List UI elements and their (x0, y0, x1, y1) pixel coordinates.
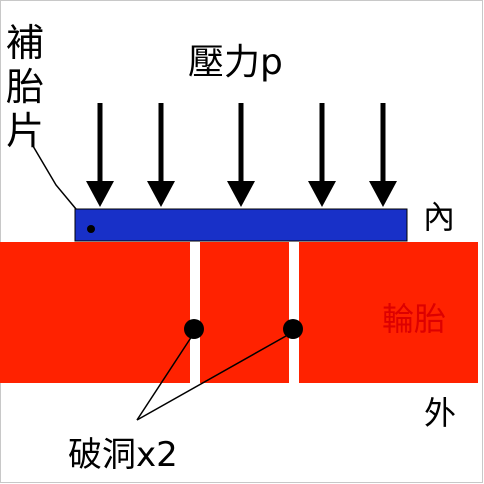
patch-label-line-2: 胎 (6, 65, 44, 109)
tire-label: 輪胎 (382, 300, 446, 338)
patch-bar (74, 208, 408, 242)
pressure-arrows (86, 103, 397, 207)
holes-label: 破洞x2 (68, 435, 178, 475)
patch-label-line-1: 補 (6, 21, 44, 65)
inner-label: 內 (423, 198, 455, 236)
pressure-arrow (227, 103, 255, 207)
pressure-label: 壓力p (188, 42, 283, 83)
patch-pointer-line (32, 145, 77, 210)
outer-label: 外 (424, 394, 456, 432)
pressure-arrow (86, 103, 114, 207)
pressure-arrow (147, 103, 175, 207)
hole-marker-right (283, 319, 303, 339)
pressure-arrow (369, 103, 397, 207)
tire-body (0, 242, 478, 383)
hole-gap-left (190, 242, 200, 383)
hole-pointer-line-left (136, 335, 193, 421)
patch-dot (87, 225, 95, 233)
hole-pointer-line-right (136, 335, 287, 421)
patch-label-line-3: 片 (6, 109, 44, 153)
hole-marker-left (184, 319, 204, 339)
hole-gap-right (289, 242, 299, 383)
pressure-arrow (308, 103, 336, 207)
